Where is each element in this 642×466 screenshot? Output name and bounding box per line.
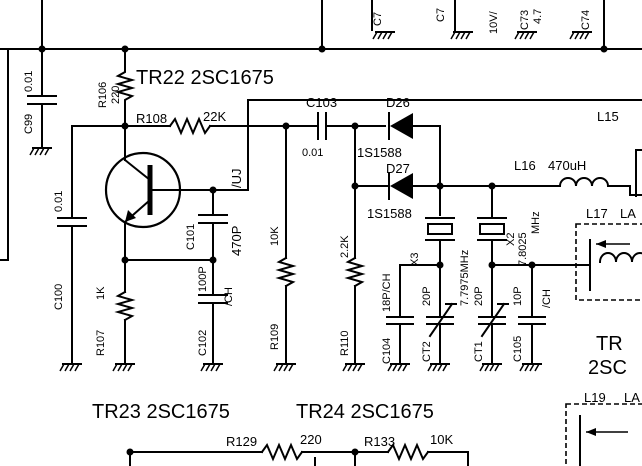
label-d26: D26 [386,95,410,110]
label-r107-val: 1K [95,286,107,300]
label-r133-val: 10K [430,432,453,447]
label-c104: C104 [381,338,393,364]
capacitor-c102 [124,259,228,372]
capacitor-c101 [198,189,228,261]
label-r106-val: 220 [110,86,122,104]
label-c99: C99 [23,114,35,134]
transformer-l17 [575,223,642,301]
capacitor-c99 [27,48,57,156]
label-c102-val: 100P [197,266,209,292]
label-c100-val: 0.01 [53,191,65,212]
resistor-r108 [71,99,642,191]
label-tr22: TR22 2SC1675 [136,67,274,89]
label-top-c7: C7 [372,12,384,26]
label-x3: X3 [409,253,421,266]
label-x2-freq: 7.8025 [517,232,529,266]
trimmer-ct1 [478,264,509,372]
label-r106: R106 [97,82,109,108]
label-top-c74: C74 [580,10,592,30]
label-c101-val: 470P [229,226,244,256]
bottom-wiring [129,442,469,466]
diode-d27 [354,125,561,259]
label-l15: L15 [597,109,619,124]
resistor-r107 [112,259,136,372]
label-d27-type: 1S1588 [367,206,412,221]
label-tr24: TR24 2SC1675 [296,401,434,423]
label-l19-suffix: LA [624,390,640,405]
label-r107: R107 [95,330,107,356]
label-c101: C101 [185,224,197,250]
label-x2-unit: MHz [530,211,542,234]
label-c99-val: 0.01 [23,71,35,92]
label-c104-val: 18P/CH [381,273,393,312]
resistor-r106 [114,48,136,127]
diode-d26 [388,112,441,216]
label-c102: C102 [197,330,209,356]
label-c103-val: 0.01 [302,147,323,159]
crystal-x2 [477,185,507,266]
label-r108: R108 [136,111,167,126]
inductor-l16 [558,149,642,197]
crystal-x3 [425,217,455,266]
label-r109-val: 10K [269,226,281,246]
label-r129-val: 220 [300,432,322,447]
transistor-tr22 [104,125,249,261]
capacitor-c105 [491,264,591,372]
label-x3-freq: 7.7975MHz [459,250,471,306]
label-r108-val: 22K [203,109,226,124]
label-top-c73: C73 [519,10,531,30]
top-wiring [0,0,642,261]
top-right-parts [371,0,593,40]
label-r110-val: 2.2K [339,235,351,258]
label-l17-suffix: LA [620,206,636,221]
label-d26-type: 1S1588 [357,145,402,160]
label-l17: L17 [586,206,608,221]
trimmer-ct2 [426,264,457,372]
label-l16: L16 [514,158,536,173]
label-tr-right-2: 2SC [588,357,627,379]
resistor-r109 [273,125,297,372]
label-c105: C105 [512,336,524,362]
label-r109: R109 [269,324,281,350]
capacitor-c100 [57,125,87,372]
label-c102-type: /CH [223,287,235,306]
label-top-10v: 10V/ [488,10,500,34]
label-x2: X2 [505,233,517,246]
capacitor-c104 [386,264,441,372]
label-l16-val: 470uH [548,158,586,173]
capacitor-c103 [247,112,386,140]
label-ct2: CT2 [421,341,433,362]
resistor-r110 [342,256,366,372]
label-r110: R110 [339,331,351,356]
label-ct1: CT1 [473,341,485,362]
label-r129: R129 [226,434,257,449]
label-c101-type: /UJ [229,169,244,189]
label-c103: C103 [306,95,337,110]
label-l19: L19 [584,390,606,405]
label-c100: C100 [53,284,65,310]
label-top-c7b: C7 [435,8,447,22]
label-c105-type: /CH [541,289,553,308]
label-ct1-val: 20P [473,286,485,306]
label-tr-right-1: TR [596,333,623,355]
label-ct2-val: 20P [421,286,433,306]
label-r133: R133 [364,434,395,449]
label-d27: D27 [386,161,410,176]
label-top-47: 4.7 [532,9,544,24]
label-tr23: TR23 2SC1675 [92,401,230,423]
transformer-l19 [565,403,642,466]
label-c105-val: 10P [512,286,524,306]
